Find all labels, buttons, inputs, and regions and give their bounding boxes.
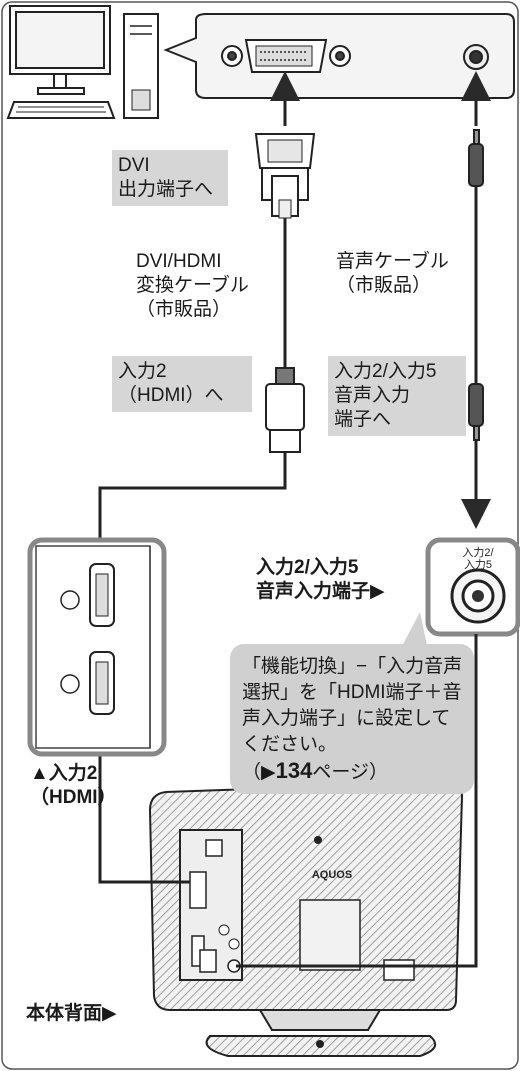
audio-to-tv-line <box>236 634 478 968</box>
audio-jack-detail <box>425 537 520 637</box>
tv-brand-logo: AQUOS <box>312 869 352 881</box>
dvi-plug-icon <box>254 133 316 219</box>
audio-plug-top-icon <box>468 129 484 187</box>
tv-rear-icon <box>148 780 464 1057</box>
note-page-ref: （▶134ページ） <box>242 758 388 783</box>
input2-hdmi-label: 入力2 （HDMI）へ <box>112 356 252 412</box>
rear-panel-label: 本体背面▶ <box>26 1003 117 1024</box>
hdmi-plug-icon <box>265 367 305 453</box>
audio-input-jack-label: 入力2/入力5 音声入力 端子へ <box>328 356 466 436</box>
settings-note: 「機能切換」−「入力音声選択」を「HDMI端子＋音声入力端子」に設定してください… <box>230 644 474 794</box>
side-panel-detail <box>27 537 167 757</box>
pc-tower-icon <box>123 13 159 119</box>
dvi-port-icon <box>221 39 351 73</box>
note-tail <box>400 612 428 650</box>
audio-input-terminal-label: 入力2/入力5 音声入力端子▶ <box>256 557 385 602</box>
pc-monitor-icon <box>6 5 116 119</box>
audio-cable-label: 音声ケーブル （市販品） <box>336 251 449 296</box>
dvi-hdmi-cable-label: DVI/HDMI 変換ケーブル （市販品） <box>136 251 249 320</box>
pc-audio-port-icon <box>463 44 489 70</box>
hdmi-to-tv-line <box>98 810 190 884</box>
dvi-output-label: DVI 出力端子へ <box>112 150 228 206</box>
audio-plug-bottom-icon <box>468 383 484 441</box>
input2-side-label: ▲入力2 （HDMI） <box>30 763 117 808</box>
note-text: 「機能切換」−「入力音声選択」を「HDMI端子＋音声入力端子」に設定してください… <box>242 656 463 755</box>
jack-mini-label: 入力2/入力5 <box>462 546 494 571</box>
